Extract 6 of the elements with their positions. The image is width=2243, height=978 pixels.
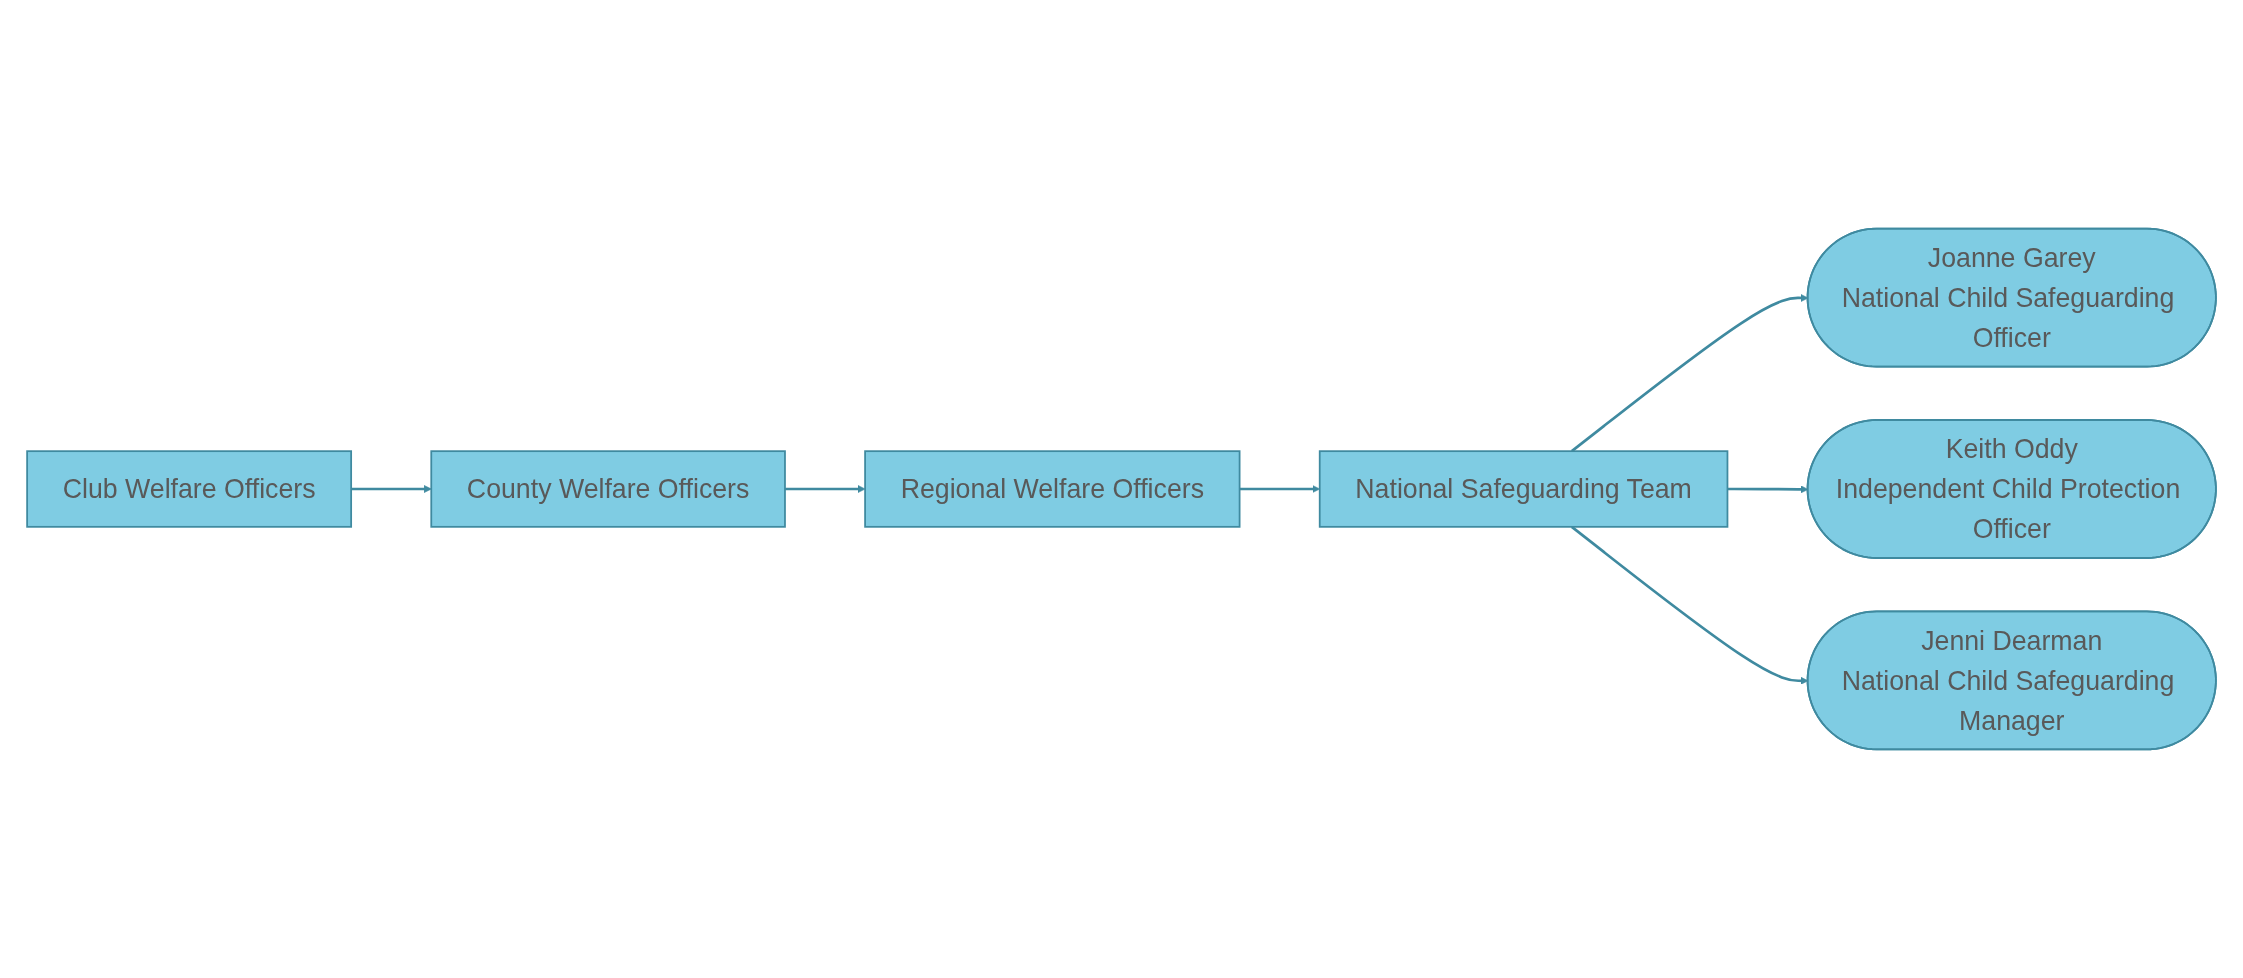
arrow [351, 485, 432, 493]
arrow [784, 485, 866, 493]
node-box: County Welfare Officers [430, 450, 786, 528]
node-box: Club Welfare Officers [26, 450, 353, 528]
node-box: Regional Welfare Officers [864, 450, 1241, 528]
node-box: National Safeguarding Team [1318, 450, 1729, 528]
